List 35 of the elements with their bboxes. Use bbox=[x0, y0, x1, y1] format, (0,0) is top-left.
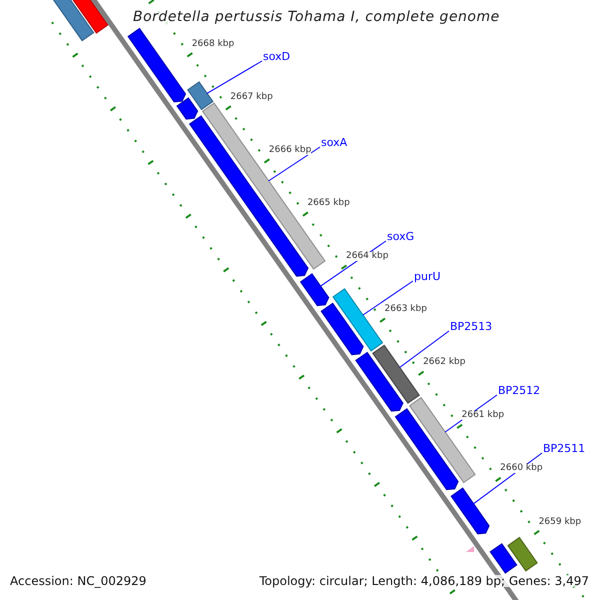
gene-bar bbox=[300, 273, 330, 306]
title: Bordetella pertussis Tohama I, complete genome bbox=[133, 10, 500, 24]
gene-label: purU bbox=[414, 271, 441, 282]
leader-line bbox=[399, 330, 450, 368]
tick-label: 2660 kbp bbox=[500, 464, 543, 474]
tick-label: 2667 kbp bbox=[230, 92, 273, 102]
accession-text: Accession: NC_002929 bbox=[9, 575, 148, 587]
gene-bar bbox=[187, 81, 214, 110]
tick-label: 2663 kbp bbox=[384, 305, 427, 314]
gene-bar bbox=[507, 536, 538, 572]
gene-label: BP2512 bbox=[498, 385, 540, 396]
tick-label: 2659 kbp bbox=[538, 518, 582, 527]
gene-bar bbox=[320, 302, 364, 356]
leader-line bbox=[362, 280, 414, 316]
gene-bar bbox=[490, 543, 518, 574]
gene-bar bbox=[332, 288, 384, 352]
gene-bar bbox=[188, 115, 309, 277]
gene-bar bbox=[127, 28, 186, 102]
tick-label: 2661 kbp bbox=[462, 411, 504, 420]
gene-label: BP2511 bbox=[543, 443, 586, 454]
gene-label: soxA bbox=[321, 137, 348, 148]
gene-bar bbox=[355, 352, 404, 412]
gene-label: BP2513 bbox=[450, 321, 492, 332]
tick-label: 2666 kbp bbox=[268, 146, 312, 155]
gene-bar bbox=[176, 97, 198, 120]
gene-bar bbox=[372, 344, 420, 404]
tick-label: 2665 kbp bbox=[307, 199, 350, 208]
gene-bar bbox=[394, 408, 459, 490]
gene-label: soxD bbox=[263, 51, 290, 62]
genome-summary-text: Topology: circular; Length: 4,086,189 bp; Genes: 3,497 bbox=[258, 575, 590, 587]
gene-bar bbox=[450, 487, 490, 534]
leader-line bbox=[268, 146, 320, 182]
gene-label: soxG bbox=[387, 231, 414, 242]
tick-label: 2664 kbp bbox=[346, 252, 388, 262]
tick-label: 2662 kbp bbox=[423, 358, 466, 368]
